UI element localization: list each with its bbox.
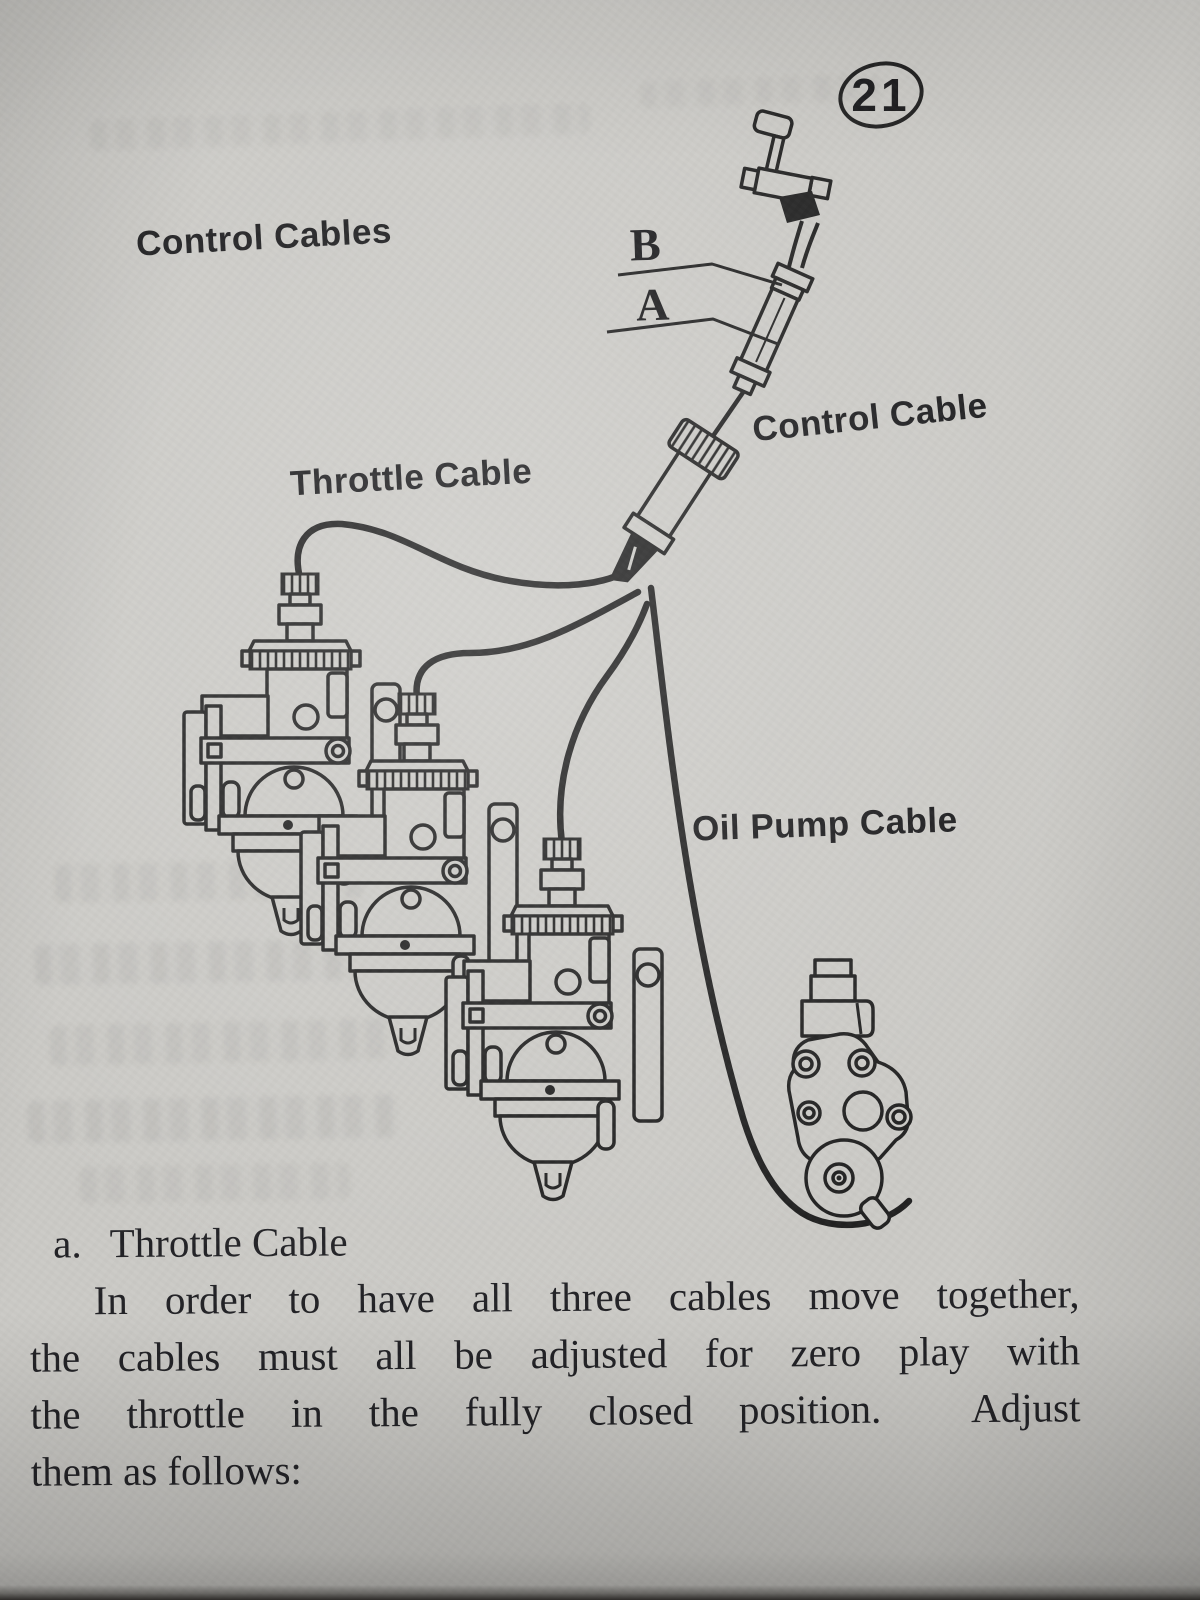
callout-b: B — [629, 218, 662, 271]
paragraph-line: In order to have all three cables move t… — [93, 1270, 1080, 1324]
paragraph-line: the throttle in the fully closed positio… — [30, 1384, 1081, 1438]
page-bottom-edge — [0, 1585, 1200, 1600]
throttle-cable-lines — [294, 520, 651, 847]
oil-pump — [786, 958, 913, 1230]
section-letter: a. — [53, 1220, 82, 1267]
section-heading: a. Throttle Cable — [29, 1208, 1079, 1272]
callout-a: A — [635, 278, 671, 331]
page-number-circle: 21 — [838, 61, 924, 129]
callout-leader-lines — [606, 262, 783, 346]
oil-pump-cable-line — [647, 584, 913, 1229]
page-number: 21 — [851, 69, 910, 121]
inline-adjuster — [729, 261, 815, 397]
paragraph-line: the cables must all be adjusted for zero… — [29, 1327, 1081, 1381]
knurled-adjuster-and-junction — [609, 417, 740, 583]
section-title: Throttle Cable — [109, 1218, 348, 1267]
paragraph-line: them as follows: — [30, 1446, 302, 1495]
body-text: a. Throttle Cable In order to have all t… — [29, 1208, 1081, 1500]
cable-diagram: 21 — [182, 61, 924, 1230]
control-cable-assembly — [609, 109, 833, 583]
carburetor-3 — [444, 837, 664, 1202]
